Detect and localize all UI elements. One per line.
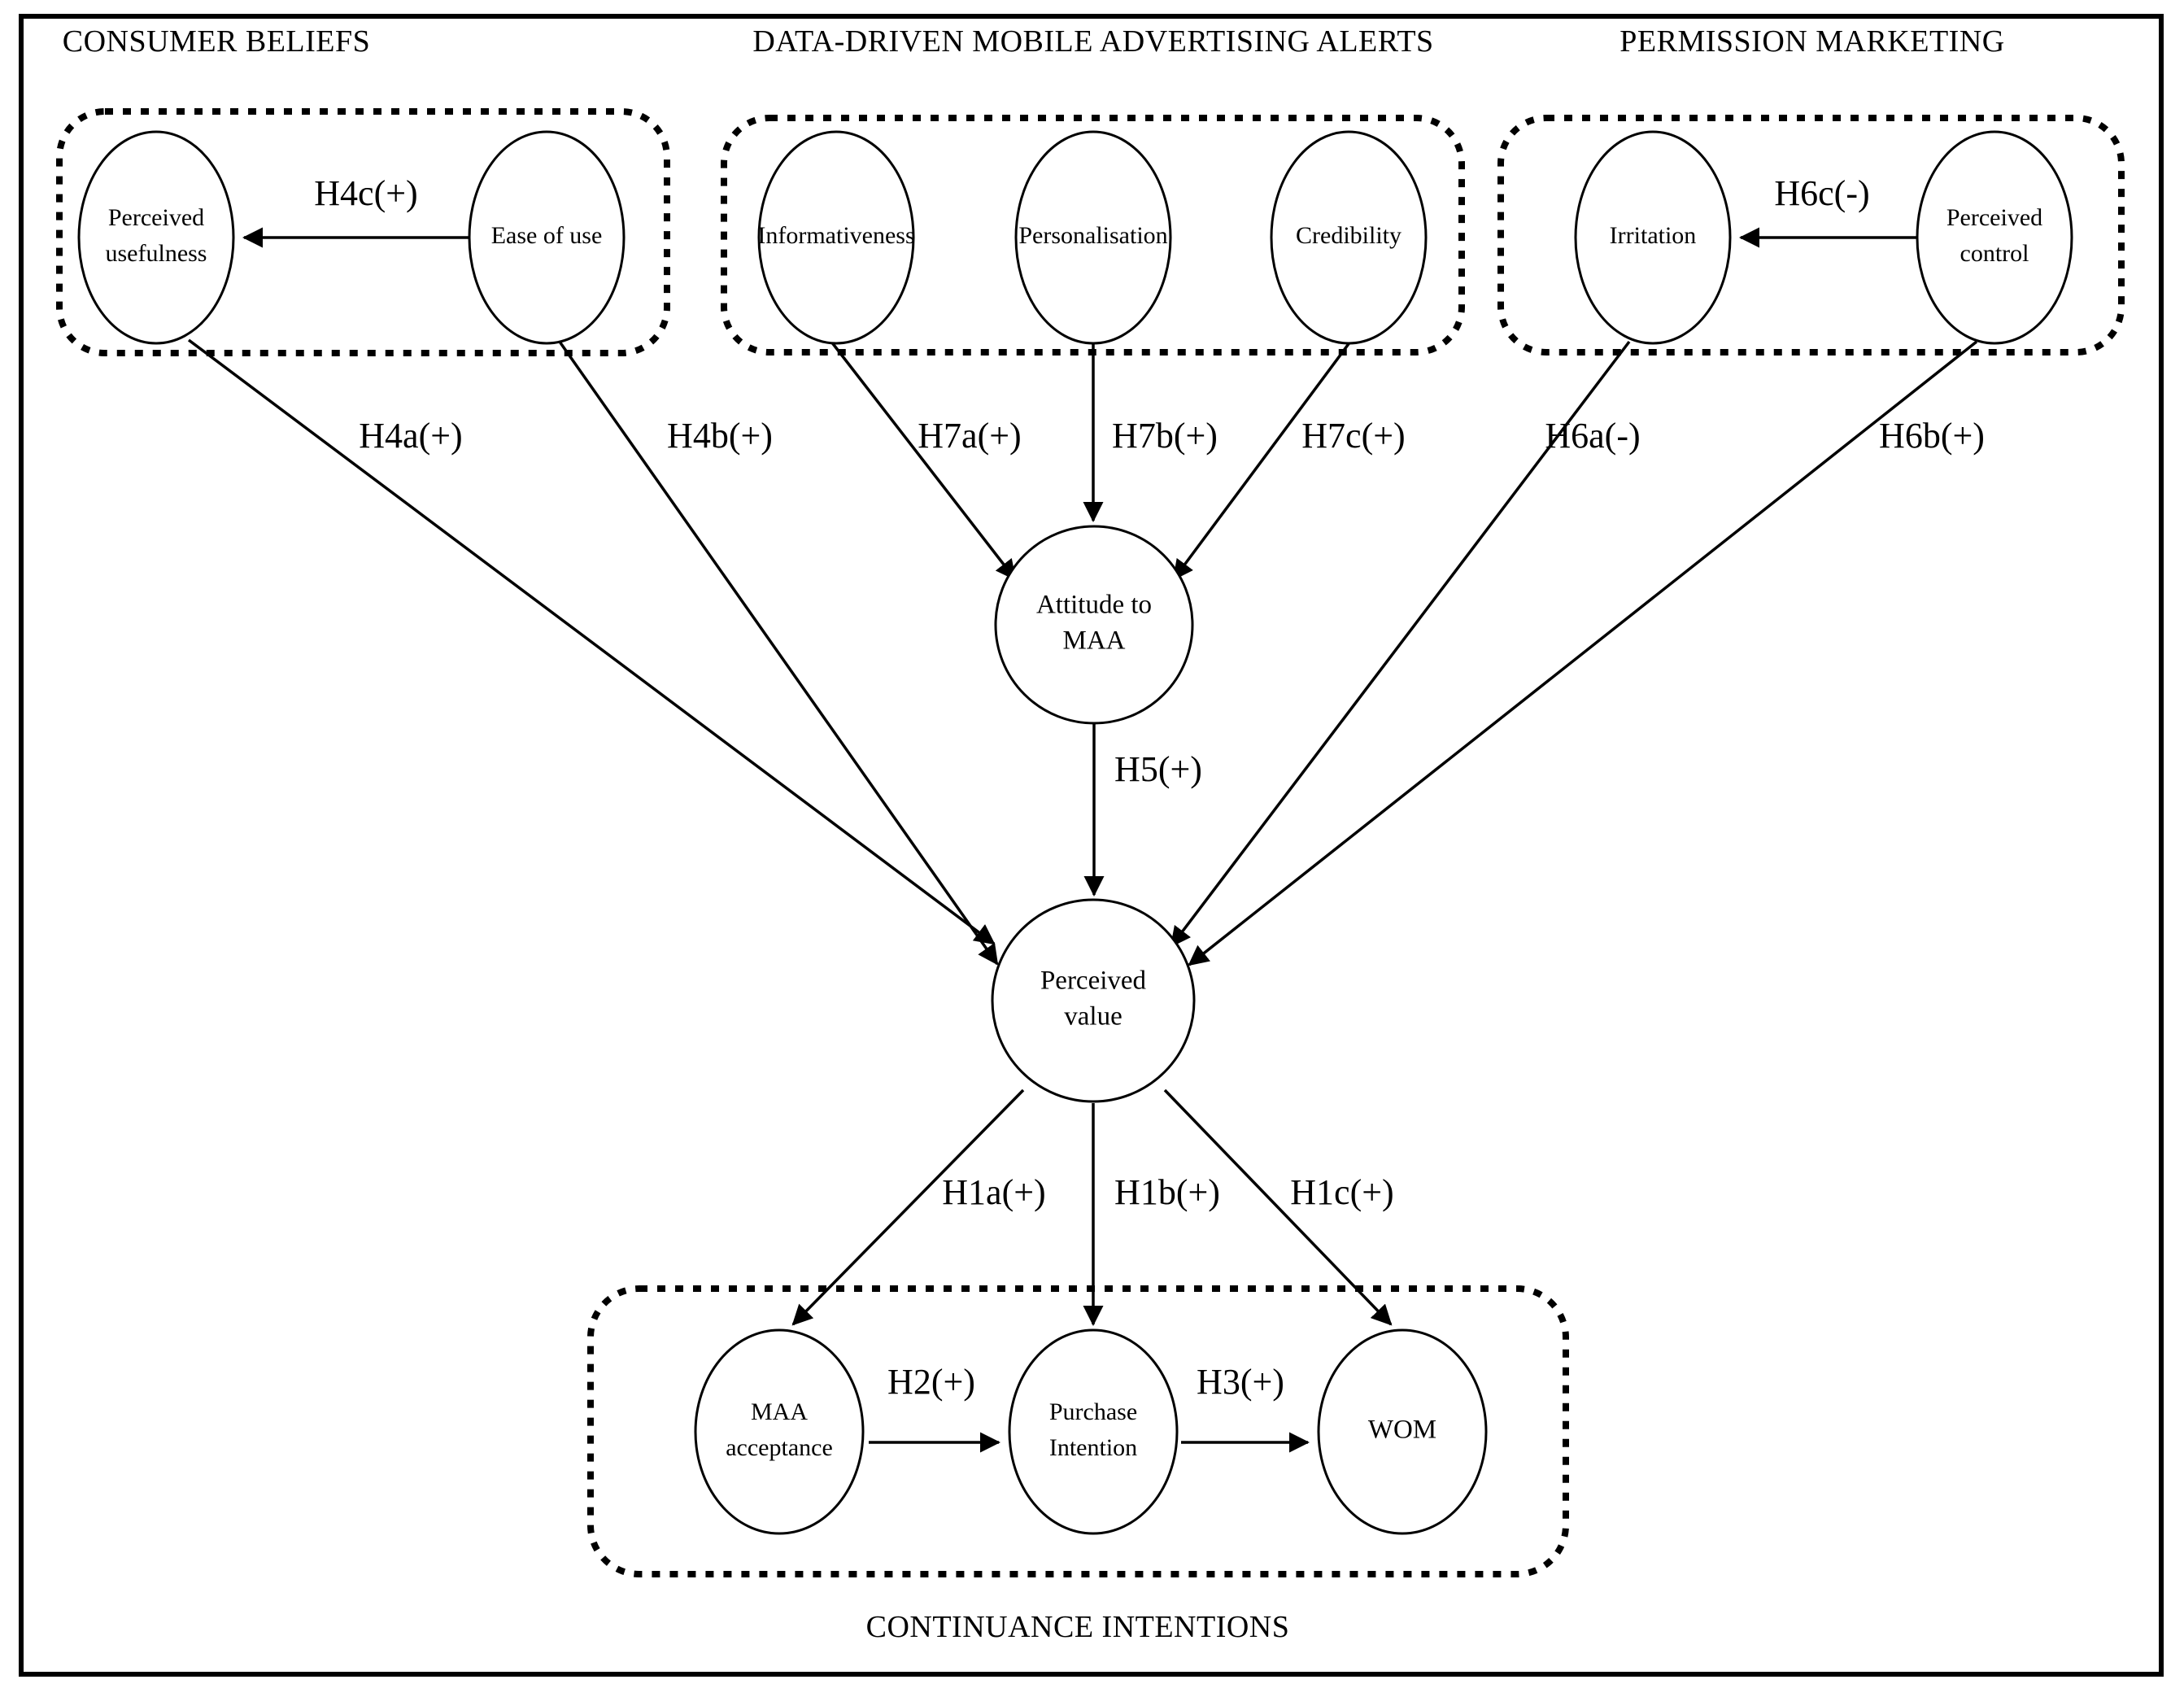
hypothesis-label-h4b: H4b(+)	[667, 416, 773, 456]
group-titles-layer: CONSUMER BELIEFS DATA-DRIVEN MOBILE ADVER…	[63, 24, 2004, 1644]
node-label-personalisation: Personalisation	[1018, 222, 1167, 249]
node-label-perceived-value: value	[1064, 1002, 1122, 1032]
node-shape-perceived-value	[991, 898, 1196, 1103]
node-label-purchase-intention: Purchase	[1049, 1398, 1137, 1425]
edge-h7c	[1172, 340, 1352, 581]
hypothesis-label-h1a: H1a(+)	[942, 1172, 1045, 1212]
node-ease-of-use: Ease of use	[468, 130, 626, 345]
node-label-perceived-usefulness: Perceived	[108, 204, 204, 231]
hypothesis-label-h7a: H7a(+)	[918, 416, 1021, 456]
node-shape-attitude-to-maa	[994, 525, 1194, 725]
hypothesis-label-h7b: H7b(+)	[1112, 416, 1218, 456]
edge-h6b	[1188, 340, 1978, 966]
node-shape-perceived-control	[1916, 130, 2073, 345]
group-title-continuance-intentions: CONTINUANCE INTENTIONS	[866, 1610, 1290, 1644]
node-shape-perceived-usefulness	[77, 130, 235, 345]
edge-labels-layer: H4c(+) H6c(-) H4a(+) H4b(+) H7a(+) H7b(+) H7c(…	[314, 173, 1985, 1402]
node-shape-irritation	[1574, 130, 1732, 345]
node-credibility: Credibility	[1270, 130, 1428, 345]
edge-h1c	[1163, 1088, 1393, 1326]
hypothesis-label-h6a: H6a(-)	[1545, 416, 1640, 456]
edge-h7a	[830, 340, 1017, 581]
node-informativeness: Informativeness	[757, 130, 915, 345]
node-label-attitude-to-maa: Attitude to	[1036, 591, 1152, 620]
node-perceived-usefulness: Perceived usefulness	[77, 130, 235, 345]
node-label-credibility: Credibility	[1296, 222, 1402, 249]
group-title-permission-marketing: PERMISSION MARKETING	[1619, 24, 2004, 59]
node-label-purchase-intention: Intention	[1049, 1434, 1137, 1461]
node-irritation: Irritation	[1574, 130, 1732, 345]
edge-h1a	[791, 1088, 1025, 1326]
hypothesis-label-h6c: H6c(-)	[1774, 173, 1869, 213]
node-label-perceived-usefulness: usefulness	[106, 240, 207, 267]
node-label-irritation: Irritation	[1610, 222, 1697, 249]
node-wom: WOM	[1317, 1328, 1488, 1535]
node-shape-ease-of-use	[468, 130, 626, 345]
hypothesis-label-h2: H2(+)	[887, 1362, 975, 1402]
edge-h4b	[558, 340, 999, 966]
node-label-attitude-to-maa: MAA	[1062, 626, 1125, 656]
node-maa-acceptance: MAA acceptance	[694, 1328, 865, 1535]
node-shape-wom	[1317, 1328, 1488, 1535]
hypothesis-label-h4a: H4a(+)	[359, 416, 462, 456]
group-box-consumer-beliefs	[56, 108, 670, 356]
node-perceived-control: Perceived control	[1916, 130, 2073, 345]
hypothesis-label-h1b: H1b(+)	[1114, 1172, 1220, 1212]
hypothesis-label-h3: H3(+)	[1197, 1362, 1284, 1402]
node-label-perceived-control: control	[1960, 240, 2029, 267]
node-label-perceived-value: Perceived	[1040, 966, 1147, 996]
group-title-consumer-beliefs: CONSUMER BELIEFS	[63, 24, 371, 59]
edge-h4a	[187, 338, 996, 945]
node-label-perceived-control: Perceived	[1946, 204, 2042, 231]
node-personalisation: Personalisation	[1014, 130, 1172, 345]
hypothesis-label-h6b: H6b(+)	[1879, 416, 1985, 456]
node-label-wom: WOM	[1368, 1416, 1436, 1445]
node-shape-credibility	[1270, 130, 1428, 345]
hypothesis-label-h7c: H7c(+)	[1301, 416, 1405, 456]
node-attitude-to-maa: Attitude to MAA	[994, 525, 1194, 725]
edge-h6a	[1170, 340, 1631, 948]
hypothesis-label-h1c: H1c(+)	[1290, 1172, 1393, 1212]
hypothesis-label-h4c: H4c(+)	[314, 173, 417, 213]
node-shape-informativeness	[757, 130, 915, 345]
group-box-permission-marketing	[1497, 115, 2125, 356]
node-shape-purchase-intention	[1008, 1328, 1179, 1535]
group-title-data-driven-mobile-advertising-alerts: DATA-DRIVEN MOBILE ADVERTISING ALERTS	[752, 24, 1433, 59]
hypothesis-label-h5: H5(+)	[1114, 749, 1202, 789]
node-shape-personalisation	[1014, 130, 1172, 345]
node-label-maa-acceptance: MAA	[751, 1398, 808, 1425]
node-shape-maa-acceptance	[694, 1328, 865, 1535]
nodes-layer: Perceived usefulness Ease of use Informativ…	[77, 130, 2073, 1535]
node-perceived-value: Perceived value	[991, 898, 1196, 1103]
node-label-ease-of-use: Ease of use	[491, 222, 603, 249]
node-label-maa-acceptance: acceptance	[726, 1434, 833, 1461]
edges-layer	[187, 227, 1978, 1453]
node-label-informativeness: Informativeness	[757, 222, 914, 249]
figure-border	[19, 14, 2164, 1677]
